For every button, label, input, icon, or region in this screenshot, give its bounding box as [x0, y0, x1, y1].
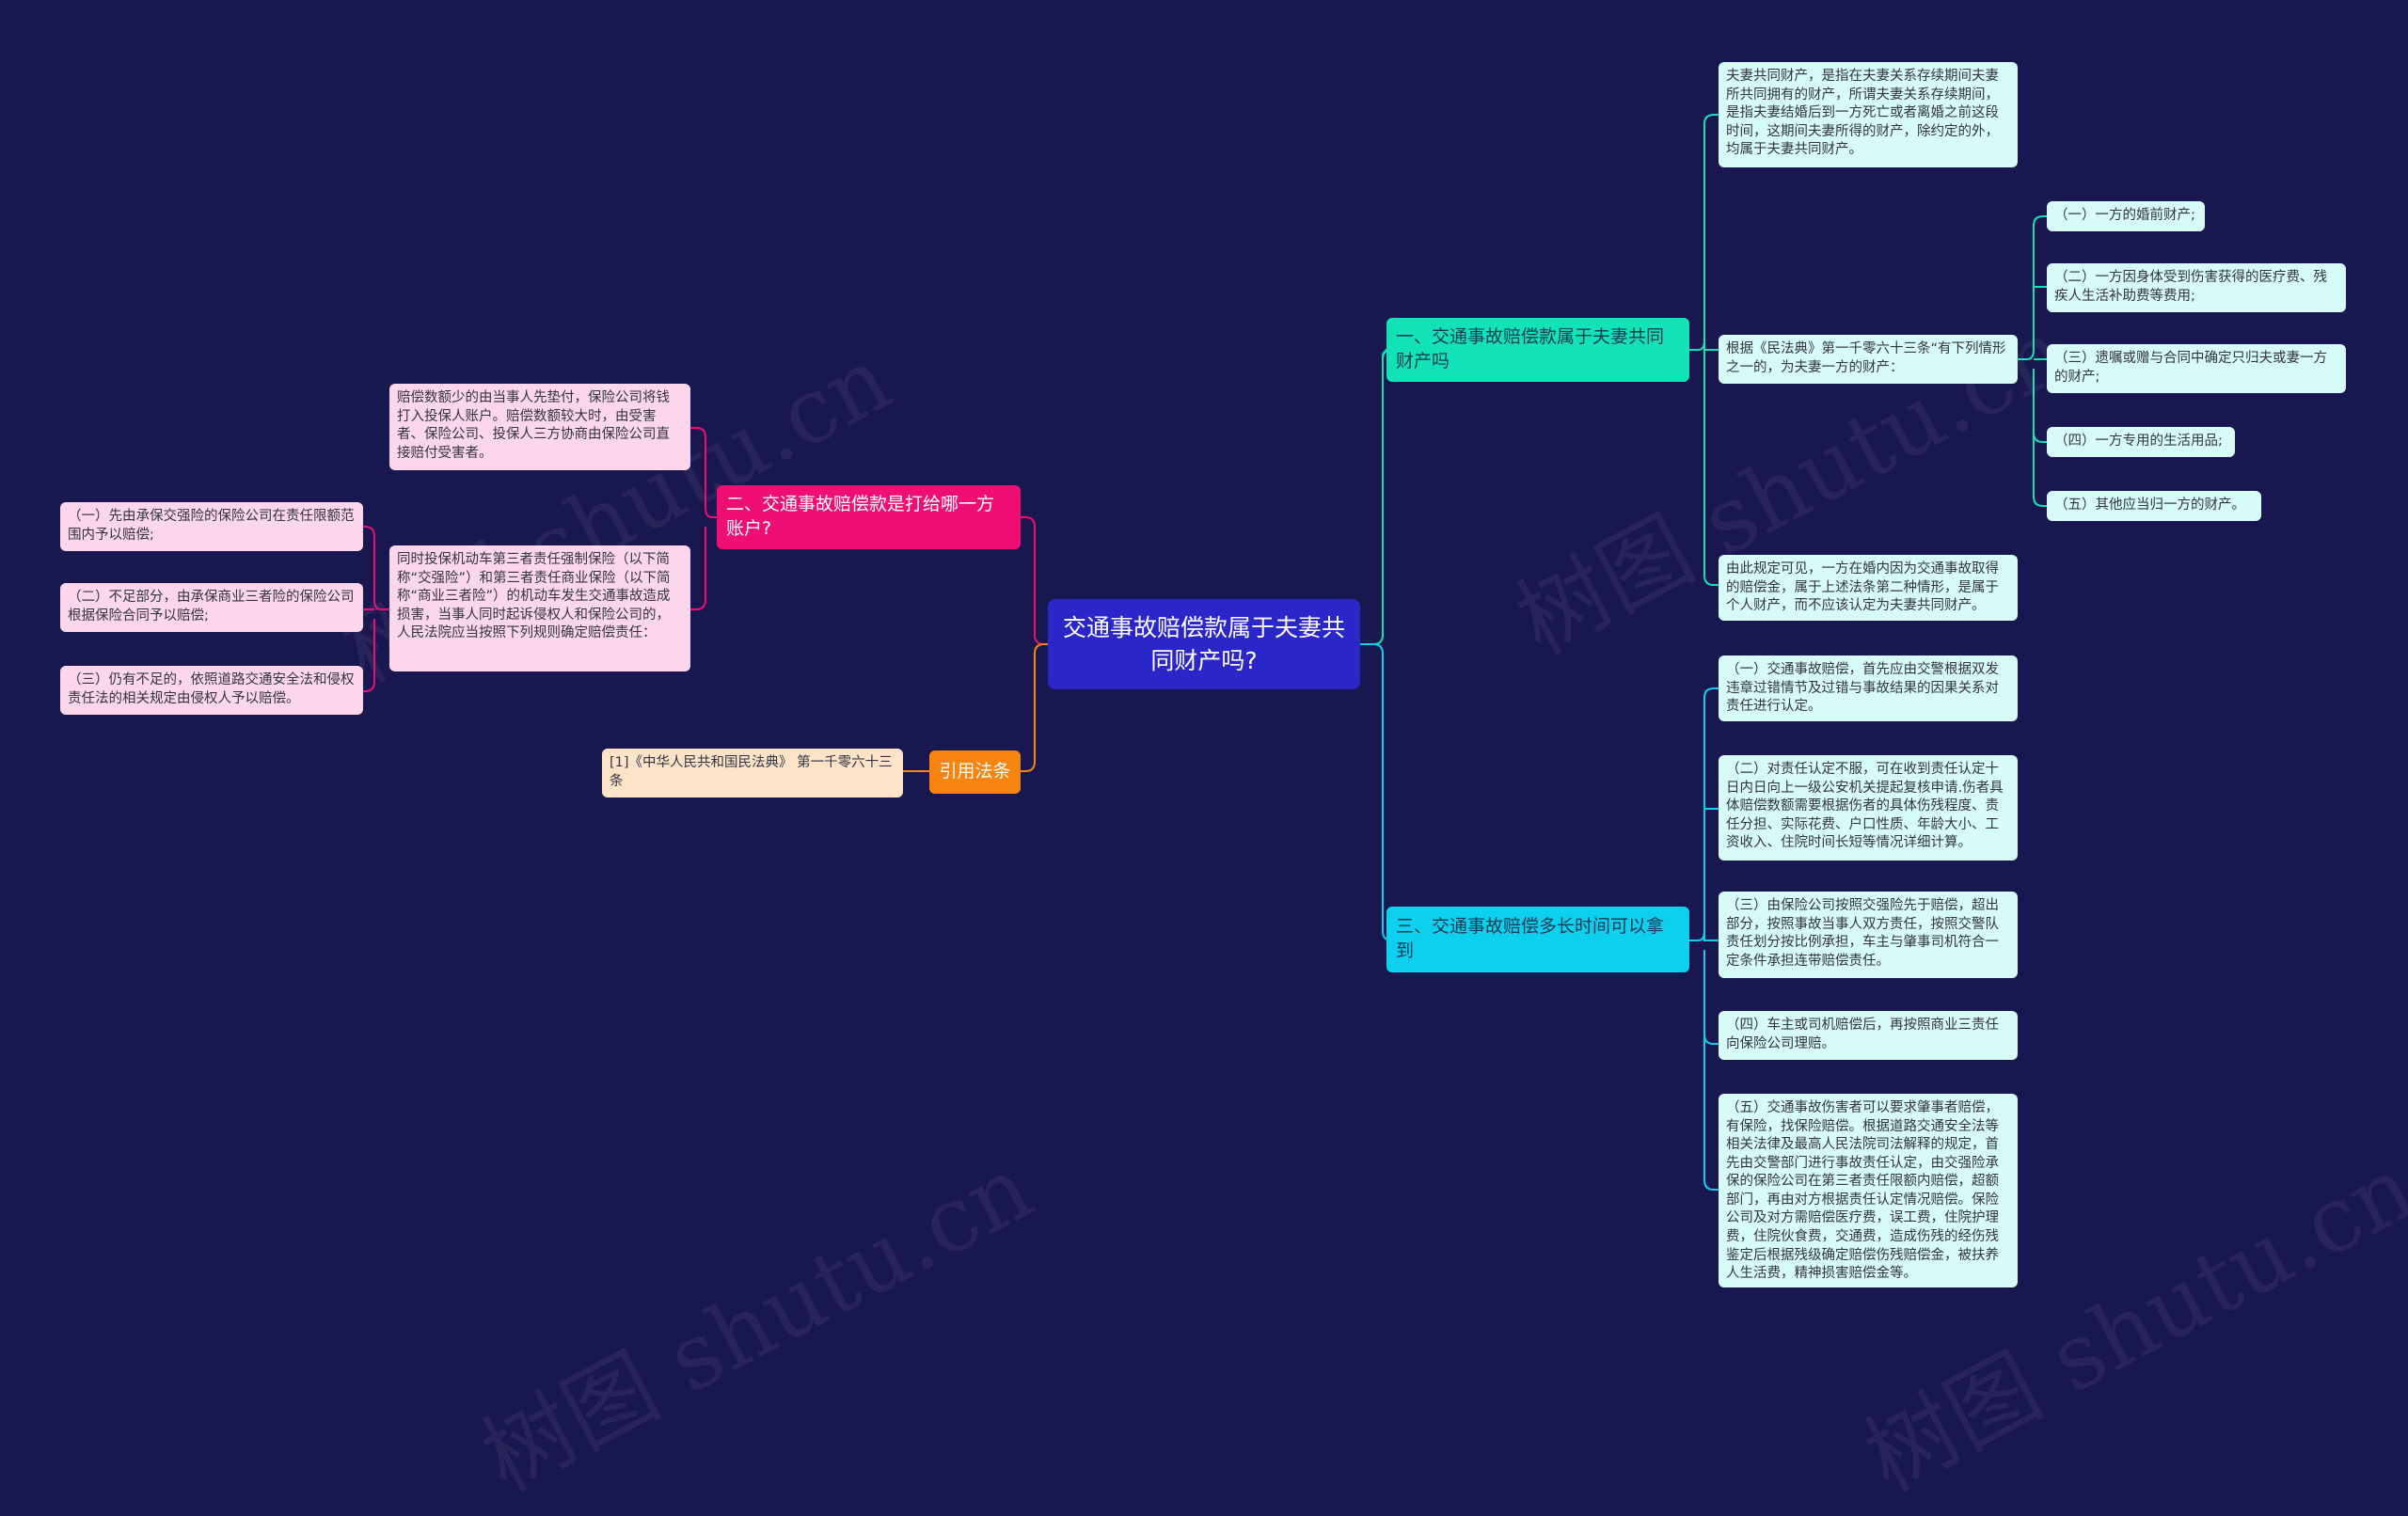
- leaf-cited-law-ref[interactable]: [1]《中华人民共和国民法典》 第一千零六十三条: [602, 749, 903, 797]
- rule-item-3[interactable]: （三）仍有不足的，依照道路交通安全法和侵权责任法的相关规定由侵权人予以赔偿。: [60, 666, 363, 715]
- law-item-1[interactable]: （一）一方的婚前财产;: [2047, 201, 2205, 231]
- time-item-1[interactable]: （一）交通事故赔偿，首先应由交警根据双发违章过错情节及过错与事故结果的因果关系对…: [1719, 655, 2018, 721]
- time-item-5[interactable]: （五）交通事故伤害者可以要求肇事者赔偿，有保险，找保险赔偿。根据道路交通安全法等…: [1719, 1094, 2018, 1287]
- time-item-3[interactable]: （三）由保险公司按照交强险先于赔偿，超出部分，按照事故当事人双方责任，按照交警队…: [1719, 892, 2018, 978]
- leaf-small-amount[interactable]: 赔偿数额少的由当事人先垫付，保险公司将钱打入投保人账户。赔偿数额较大时，由受害者…: [389, 384, 690, 470]
- link-rules: [363, 526, 389, 692]
- time-item-4[interactable]: （四）车主或司机赔偿后，再按照商业三责任向保险公司理赔。: [1719, 1011, 2018, 1060]
- link-branch1-leaves: [1688, 114, 1719, 586]
- connector-lines: [363, 114, 2047, 1191]
- link-branch2-leaves: [690, 427, 717, 610]
- link-root-branch4: [1021, 643, 1048, 772]
- mind-map-canvas: 树图 shutu.cn 树图 shutu.cn 树图 shutu.cn 树图 s…: [60, 62, 2408, 1511]
- branch-payment-time[interactable]: 三、交通事故赔偿多长时间可以拿到: [1386, 907, 1689, 972]
- law-item-5[interactable]: （五）其他应当归一方的财产。: [2047, 491, 2261, 521]
- rule-item-1[interactable]: （一）先由承保交强险的保险公司在责任限额范围内予以赔偿;: [60, 502, 363, 551]
- link-branch3-leaves: [1688, 687, 1719, 1191]
- leaf-large-amount[interactable]: 同时投保机动车第三者责任强制保险（以下简称“交强险”）和第三者责任商业保险（以下…: [389, 545, 690, 671]
- branch-spouse-property[interactable]: 一、交通事故赔偿款属于夫妻共同财产吗: [1386, 318, 1689, 382]
- leaf-conclusion[interactable]: 由此规定可见，一方在婚内因为交通事故取得的赔偿金，属于上述法条第二种情形，是属于…: [1719, 555, 2018, 621]
- leaf-civil-code-article[interactable]: 根据《民法典》第一千零六十三条“有下列情形之一的，为夫妻一方的财产：: [1719, 335, 2018, 384]
- law-item-2[interactable]: （二）一方因身体受到伤害获得的医疗费、残疾人生活补助费等费用;: [2047, 263, 2346, 312]
- law-item-3[interactable]: （三）遗嘱或赠与合同中确定只归夫或妻一方的财产;: [2047, 344, 2346, 393]
- branch-cited-law[interactable]: 引用法条: [929, 750, 1021, 794]
- link-law-items: [2018, 215, 2047, 507]
- link-root-branch1: [1360, 349, 1393, 645]
- rule-item-2[interactable]: （二）不足部分，由承保商业三者险的保险公司根据保险合同予以赔偿;: [60, 583, 363, 632]
- branch-payment-account[interactable]: 二、交通事故赔偿款是打给哪一方账户?: [717, 485, 1021, 549]
- link-root-branch2: [1021, 516, 1048, 645]
- leaf-definition[interactable]: 夫妻共同财产，是指在夫妻关系存续期间夫妻所共同拥有的财产，所谓夫妻关系存续期间，…: [1719, 62, 2018, 167]
- root-topic[interactable]: 交通事故赔偿款属于夫妻共同财产吗?: [1048, 599, 1360, 689]
- link-root-branch3: [1360, 643, 1393, 941]
- law-item-4[interactable]: （四）一方专用的生活用品;: [2047, 427, 2235, 457]
- time-item-2[interactable]: （二）对责任认定不服，可在收到责任认定十日内日向上一级公安机关提起复核申请.伤者…: [1719, 755, 2018, 861]
